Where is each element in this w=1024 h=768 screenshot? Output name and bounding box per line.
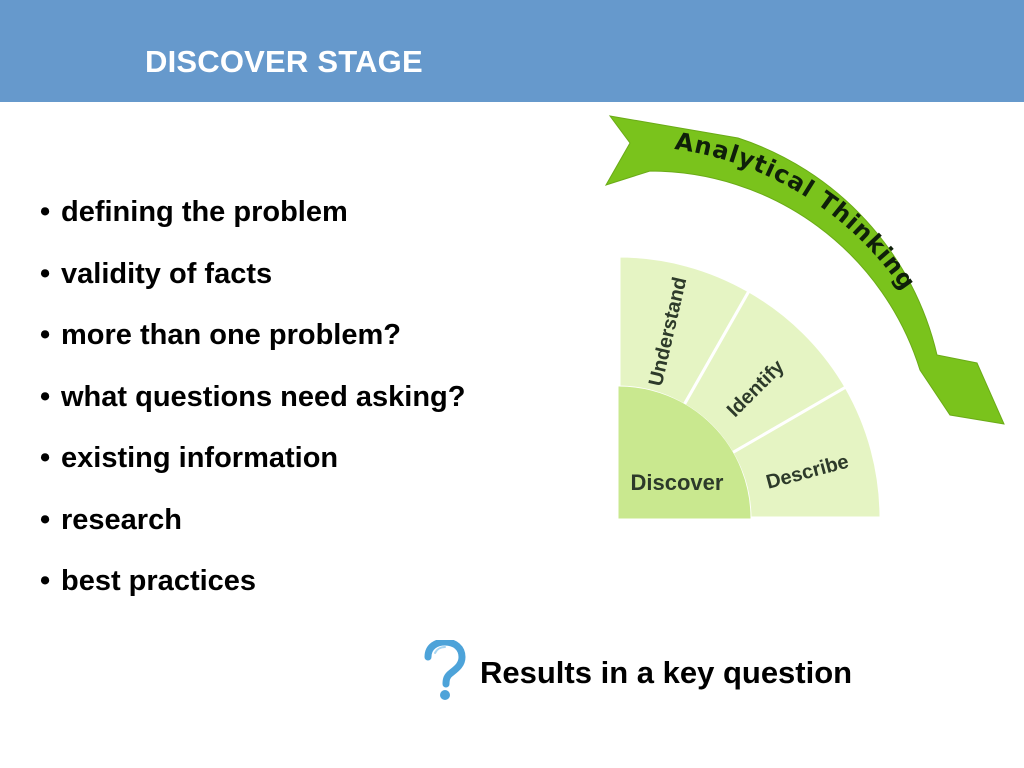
list-item-text: defining the problem	[61, 196, 348, 228]
list-item-text: more than one problem?	[61, 319, 401, 351]
result-callout: Results in a key question	[424, 640, 904, 710]
list-item: •what questions need asking?	[40, 380, 466, 413]
list-item: •validity of facts	[40, 257, 273, 290]
analytical-thinking-diagram: Analytical Thinking Understand Identify …	[604, 115, 1005, 520]
list-item: •research	[40, 503, 182, 536]
bullet-list: •defining the problem •validity of facts…	[40, 192, 465, 623]
segment-discover	[618, 386, 751, 519]
result-text: Results in a key question	[480, 655, 853, 690]
question-mark-icon	[424, 640, 466, 700]
list-item-text: best practices	[61, 565, 257, 597]
page-title: DISCOVER STAGE	[145, 44, 423, 79]
banner-arrow	[604, 115, 1005, 425]
list-item: •defining the problem	[40, 196, 348, 228]
list-item-text: validity of facts	[61, 257, 273, 290]
list-item-text: what questions need asking?	[61, 380, 466, 413]
header-bar: DISCOVER STAGE	[0, 0, 1024, 102]
list-item: •existing information	[40, 442, 339, 474]
list-item: •more than one problem?	[40, 319, 401, 351]
label-discover: Discover	[631, 470, 724, 495]
list-item-text: research	[61, 503, 182, 536]
list-item-text: existing information	[61, 442, 339, 474]
list-item: •best practices	[40, 565, 257, 597]
